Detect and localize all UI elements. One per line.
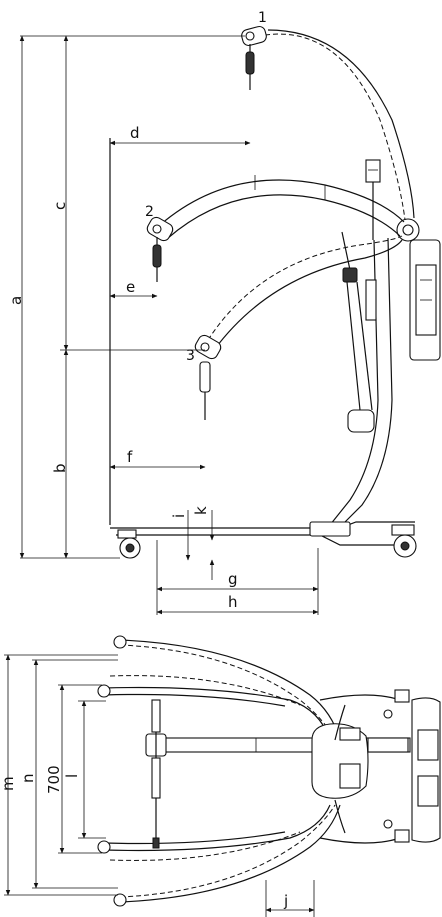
legs-widest <box>113 635 341 907</box>
position-label-3: 3 <box>186 348 195 364</box>
dimension-label-d: d <box>130 124 140 142</box>
chassis <box>109 138 415 546</box>
dimension-label-k: k <box>192 506 210 515</box>
mast <box>329 159 393 526</box>
dimension-label-n: n <box>19 773 37 783</box>
battery-box <box>409 239 441 361</box>
dimension-label-m: m <box>0 776 17 791</box>
dimension-label-f: f <box>127 448 133 466</box>
battery-top <box>411 697 441 843</box>
front-castor <box>117 529 141 559</box>
dimension-label-b: b <box>51 463 69 473</box>
actuator-head <box>365 159 381 183</box>
spreader-2 <box>146 216 174 282</box>
side-view: a c b d e f g h i k 1 2 3 <box>7 10 441 615</box>
legs-inner <box>109 675 301 861</box>
dimension-label-c: c <box>51 202 69 210</box>
spreader-3 <box>194 334 222 420</box>
boom-position-2 <box>159 175 405 239</box>
rear-castor <box>391 524 417 558</box>
spreader-1 <box>241 25 267 90</box>
dimension-label-a: a <box>7 296 25 305</box>
top-view: m n 700 l j <box>0 635 441 917</box>
position-label-1: 1 <box>258 10 267 26</box>
top-dimensions <box>4 654 315 917</box>
dimension-label-700: 700 <box>45 765 63 794</box>
dimension-label-i: i <box>170 514 188 518</box>
rear-frame <box>319 689 410 844</box>
central-beam <box>145 699 411 849</box>
boom-position-1 <box>264 29 415 221</box>
position-label-2: 2 <box>145 204 154 220</box>
mast-body <box>311 723 409 799</box>
boom-pivot <box>396 218 420 242</box>
legs-middle <box>97 684 331 854</box>
dimension-label-g: g <box>228 570 238 588</box>
dimension-label-e: e <box>126 278 135 296</box>
boom-position-3 <box>207 235 403 351</box>
dimension-label-j: j <box>283 892 288 910</box>
dimension-label-h: h <box>228 593 238 611</box>
dimension-label-l: l <box>63 774 81 778</box>
sling-straps <box>341 231 377 433</box>
side-dimensions <box>19 35 319 615</box>
